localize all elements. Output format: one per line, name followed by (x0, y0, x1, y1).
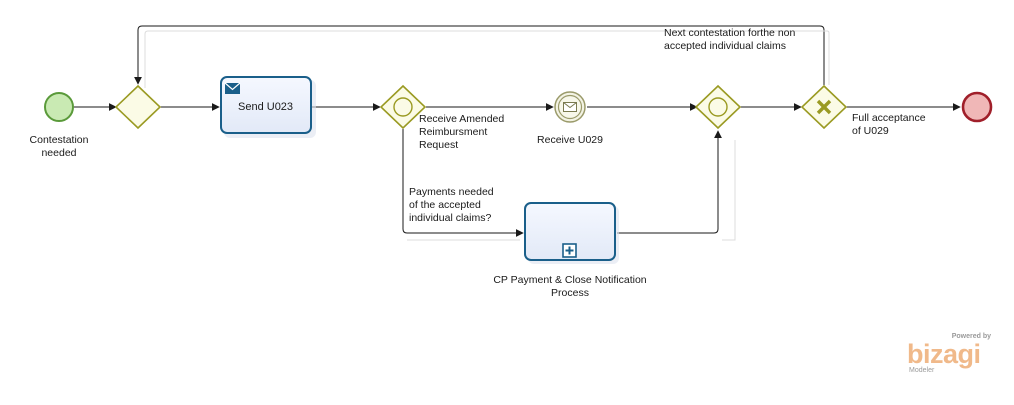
bizagi-logo: bizagi (907, 339, 981, 369)
bizagi-watermark: Powered by bizagi Modeler (905, 333, 997, 375)
watermark-modeler-text: Modeler (909, 367, 935, 374)
sequence-flows (74, 25, 961, 237)
gateway-merge-start[interactable] (114, 84, 162, 130)
watermark-powered-text: Powered by (951, 333, 991, 340)
flow-subprocess-to-merge (617, 130, 722, 234)
gateway-exclusive[interactable] (800, 84, 848, 130)
receive-amended-label: Receive Amended Reimbursment Request (419, 113, 505, 151)
envelope-icon (224, 82, 241, 94)
payments-needed-label: Payments needed of the accepted individu… (409, 186, 494, 224)
flow-gateway-to-subprocess (402, 129, 524, 237)
receive-message-event[interactable] (554, 91, 586, 123)
subprocess-label: CP Payment & Close Notification Process (493, 274, 647, 299)
flow-shadows (144, 30, 830, 241)
send-task-label: Send U023 (238, 101, 294, 113)
plus-icon (562, 243, 577, 258)
gateway-event-based[interactable] (379, 84, 427, 130)
x-icon (816, 99, 832, 115)
start-event[interactable] (44, 92, 74, 122)
full-acceptance-label: Full acceptance of U029 (852, 112, 926, 137)
end-event[interactable] (961, 91, 993, 123)
receive-event-label: Receive U029 (537, 134, 603, 146)
message-icon (563, 102, 577, 112)
next-contestation-label: Next contestation forthe non accepted in… (664, 27, 796, 52)
subprocess-task[interactable] (524, 202, 619, 264)
gateway-merge-receive[interactable] (694, 84, 742, 130)
send-task[interactable] (220, 76, 316, 138)
start-event-label: Contestation needed (29, 134, 89, 159)
flow-loop-back (134, 25, 825, 85)
